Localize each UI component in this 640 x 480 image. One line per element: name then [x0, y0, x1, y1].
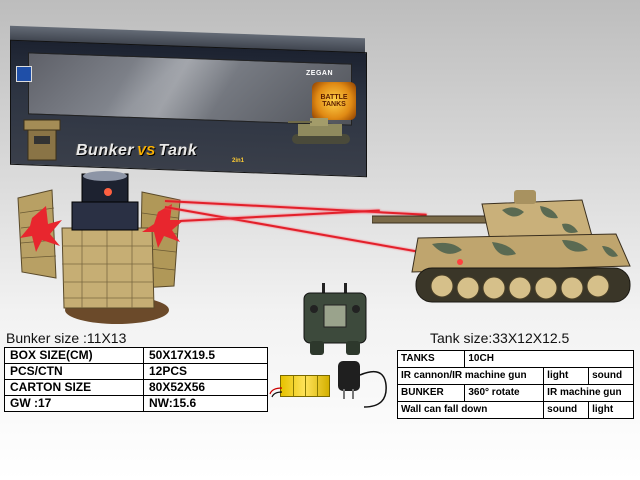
- spec-value: 12PCS: [143, 363, 268, 380]
- spec-value: 50X17X19.5: [143, 347, 268, 364]
- spec-value: NW:15.6: [143, 395, 268, 412]
- table-row: TANKS 10CH: [396, 350, 634, 368]
- feature-cell: Wall can fall down: [396, 401, 545, 419]
- box-title-vs: VS: [137, 143, 156, 158]
- battery-pack-image: [280, 375, 330, 397]
- spec-key: CARTON SIZE: [4, 379, 144, 396]
- table-row: GW :17 NW:15.6: [4, 395, 268, 412]
- brand-logo-icon: [16, 66, 32, 82]
- feature-cell: 360° rotate: [464, 384, 545, 402]
- feature-cell: IR cannon/IR machine gun: [396, 367, 545, 385]
- table-row: IR cannon/IR machine gun light sound: [396, 367, 634, 385]
- table-row: BUNKER 360° rotate IR machine gun: [396, 384, 634, 402]
- box-brand: ZEGAN: [306, 70, 333, 77]
- feature-cell: BUNKER: [396, 384, 466, 402]
- charger-image: [338, 361, 387, 408]
- bunker-size-label: Bunker size :11X13: [6, 330, 127, 346]
- box-window: [28, 52, 352, 126]
- feature-cell: light: [543, 367, 590, 385]
- box-title-left: Bunker: [76, 142, 135, 159]
- feature-cell: IR machine gun: [543, 384, 634, 402]
- tank-toy-image: [372, 190, 631, 303]
- box-subtitle: 2in1: [232, 158, 245, 164]
- feature-cell: sound: [543, 401, 590, 419]
- feature-table: TANKS 10CH IR cannon/IR machine gun ligh…: [396, 350, 634, 419]
- feature-cell: sound: [588, 367, 634, 385]
- box-badge-text: BATTLE TANKS: [320, 94, 348, 108]
- spec-value: 80X52X56: [143, 379, 268, 396]
- feature-cell: light: [588, 401, 634, 419]
- table-row: Wall can fall down sound light: [396, 401, 634, 419]
- packing-spec-table: BOX SIZE(CM) 50X17X19.5 PCS/CTN 12PCS CA…: [4, 347, 268, 412]
- box-badge: BATTLE TANKS: [312, 82, 356, 120]
- spec-key: PCS/CTN: [4, 363, 144, 380]
- bunker-toy-image: [17, 171, 184, 324]
- battery-wire-icon: [269, 387, 283, 398]
- table-row: PCS/CTN 12PCS: [4, 363, 268, 380]
- feature-cell: 10CH: [464, 350, 634, 368]
- box-tank-image: [288, 118, 350, 144]
- tank-size-label: Tank size:33X12X12.5: [430, 330, 570, 346]
- table-row: CARTON SIZE 80X52X56: [4, 379, 268, 396]
- box-title-right: Tank: [158, 142, 198, 159]
- remote-control-image: [303, 283, 367, 355]
- feature-cell: TANKS: [396, 350, 466, 368]
- box-bunker-image: [23, 119, 61, 161]
- table-row: BOX SIZE(CM) 50X17X19.5: [4, 347, 268, 364]
- spec-key: GW :17: [4, 395, 144, 412]
- spec-key: BOX SIZE(CM): [4, 347, 144, 364]
